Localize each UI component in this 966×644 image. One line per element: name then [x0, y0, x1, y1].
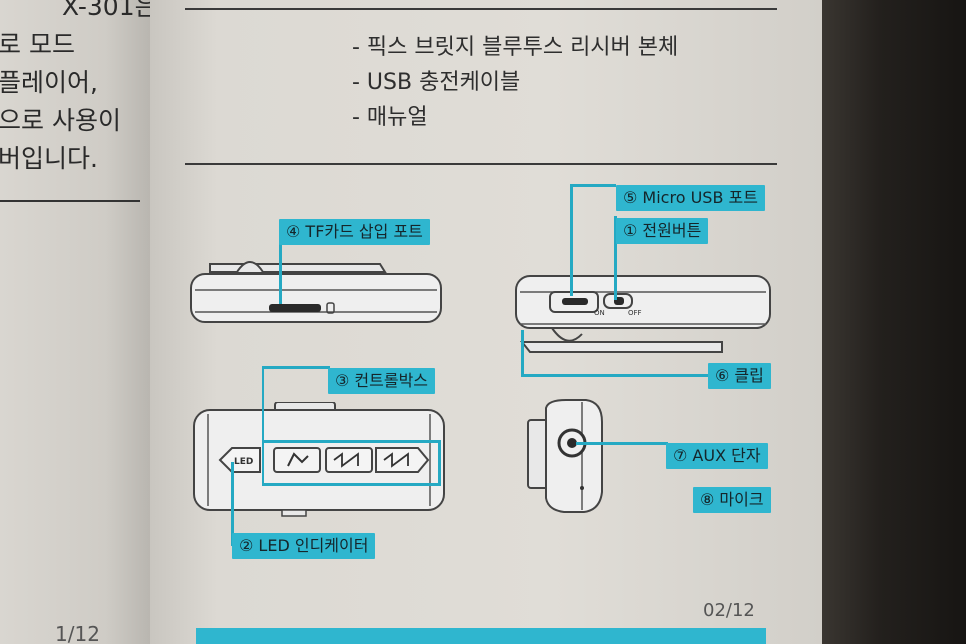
left-line: 로 모드	[0, 30, 75, 59]
package-item: - 매뉴얼	[352, 105, 428, 130]
left-page-text: X-301은 로 모드 플레이어, 으로 사용이 버입니다.	[0, 0, 150, 178]
package-items-list: - 픽스 브릿지 블루투스 리시버 본체 - USB 충전케이블 - 매뉴얼	[352, 30, 678, 135]
left-divider	[0, 200, 140, 202]
label-aux-port: ⑦ AUX 단자	[666, 443, 768, 469]
device-on-text: ON	[594, 309, 605, 317]
left-line: 으로 사용이	[0, 106, 121, 135]
package-item: - USB 충전케이블	[352, 70, 521, 95]
left-folio: 1/12	[55, 622, 100, 644]
left-line: X-301은	[62, 0, 150, 21]
leader-line	[521, 374, 709, 377]
leader-line	[262, 483, 440, 486]
left-line: 버입니다.	[0, 144, 98, 173]
leader-line	[262, 440, 440, 443]
device-side-view-tf	[190, 261, 442, 323]
leader-line	[570, 184, 573, 296]
label-clip: ⑥ 클립	[708, 363, 771, 389]
device-led-text: LED	[234, 457, 253, 467]
leader-line	[614, 216, 617, 300]
section-divider	[185, 163, 777, 165]
leader-line	[438, 440, 441, 486]
left-line: 플레이어,	[0, 68, 98, 97]
device-end-view	[527, 399, 603, 513]
label-tf-card-port: ④ TF카드 삽입 포트	[279, 219, 430, 245]
label-power-button: ① 전원버튼	[616, 218, 709, 244]
label-microphone: ⑧ 마이크	[693, 487, 771, 513]
leader-line	[279, 244, 282, 304]
leader-line	[231, 462, 234, 546]
control-box-highlight	[262, 366, 440, 486]
leader-line	[576, 442, 668, 445]
page-number: 02/12	[703, 600, 755, 621]
label-led-indicator: ② LED 인디케이터	[232, 533, 376, 559]
background-right	[822, 0, 966, 644]
leader-line	[262, 366, 330, 369]
device-side-view-power: ON OFF	[515, 275, 771, 353]
leader-line	[521, 330, 524, 376]
leader-line	[570, 184, 616, 187]
label-control-box: ③ 컨트롤박스	[328, 368, 436, 394]
label-micro-usb-port: ⑤ Micro USB 포트	[616, 185, 765, 211]
device-off-text: OFF	[628, 309, 642, 317]
left-page: X-301은 로 모드 플레이어, 으로 사용이 버입니다. 1/12	[0, 0, 150, 644]
package-item: - 픽스 브릿지 블루투스 리시버 본체	[352, 35, 679, 60]
next-section-band	[196, 628, 766, 644]
top-divider	[185, 8, 777, 10]
